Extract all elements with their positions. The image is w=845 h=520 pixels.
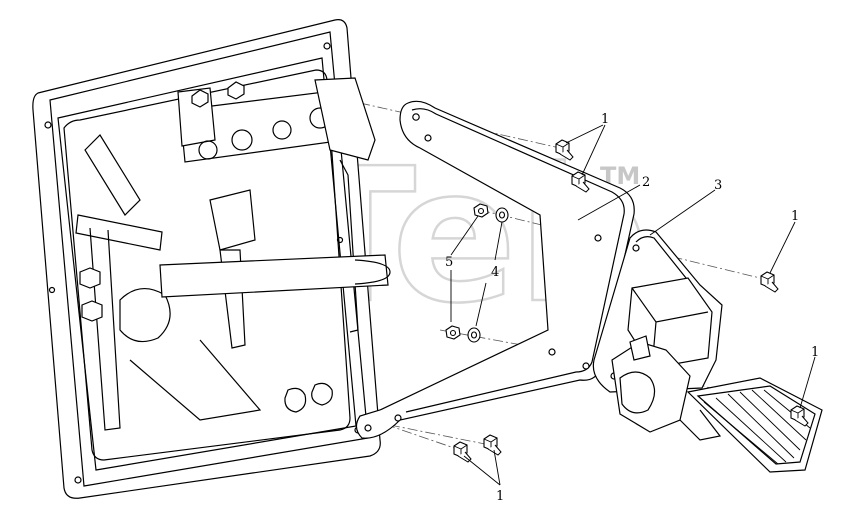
washer-lower bbox=[467, 327, 481, 343]
bolt-lower-2 bbox=[483, 434, 502, 456]
mounting-bracket bbox=[355, 100, 635, 439]
callout-labels: 1 2 3 1 1 1 5 4 bbox=[445, 112, 819, 504]
callout-2: 2 bbox=[642, 175, 650, 190]
callout-1-pedal: 1 bbox=[811, 345, 819, 360]
nut-upper bbox=[473, 203, 489, 218]
nuts-and-washers bbox=[445, 203, 509, 343]
callout-1-upper: 1 bbox=[601, 112, 609, 127]
leader-lines bbox=[450, 124, 816, 486]
washer-upper bbox=[495, 207, 509, 223]
nut-lower bbox=[445, 325, 461, 340]
mounting-plate bbox=[32, 19, 391, 499]
pedal-assembly bbox=[592, 229, 823, 473]
callout-1-right: 1 bbox=[791, 209, 799, 224]
callout-1-lower: 1 bbox=[496, 489, 504, 504]
bolt-right bbox=[760, 271, 779, 293]
callout-3: 3 bbox=[714, 178, 722, 193]
callout-5: 5 bbox=[445, 255, 453, 270]
callout-4: 4 bbox=[491, 265, 499, 280]
bolt-lower-1 bbox=[453, 441, 472, 463]
